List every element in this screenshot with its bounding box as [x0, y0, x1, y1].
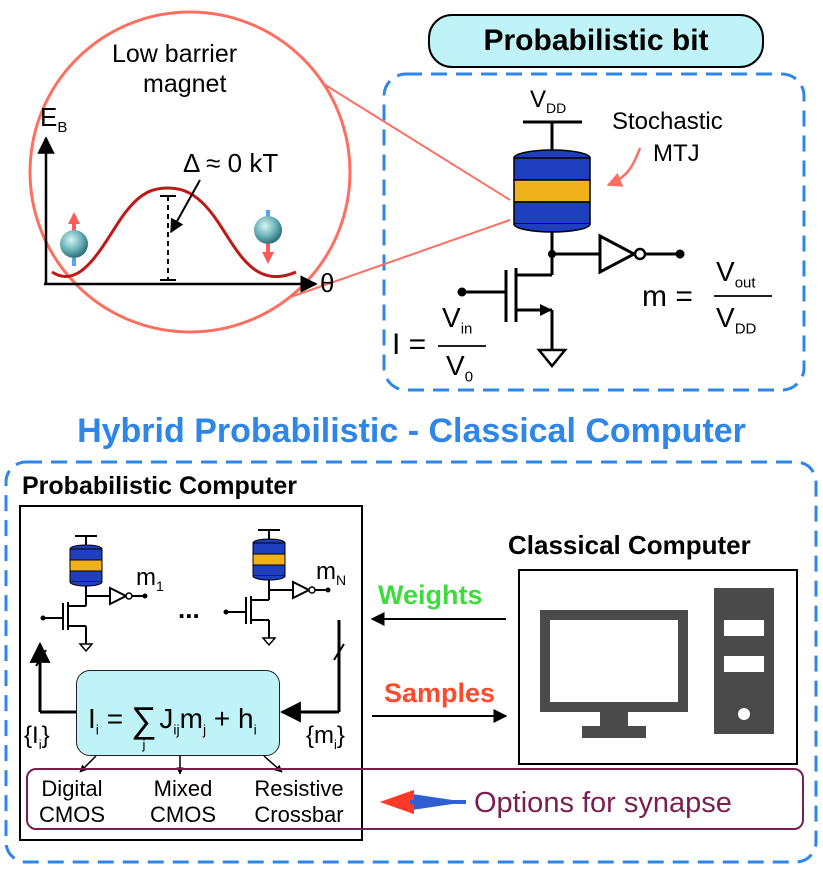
ellipsis: ... [178, 594, 200, 624]
classical-computer-title: Classical Computer [508, 530, 751, 560]
hybrid-dashed-frame [4, 460, 818, 864]
prob-computer-title: Probabilistic Computer [22, 472, 298, 500]
spin-down-magnet [254, 210, 282, 264]
angle-axis-label: θ [320, 268, 335, 298]
output-set-label: {mi} [306, 722, 345, 752]
equation-box [76, 670, 280, 756]
pc-tower-icon [714, 588, 774, 734]
samples-label: Samples [384, 678, 496, 708]
monitor-icon [540, 610, 688, 738]
energy-curve [51, 186, 297, 279]
mtj-stack [513, 149, 591, 233]
input-set-label: {Ii} [24, 722, 50, 752]
output-inverter [598, 233, 638, 275]
vdd-label: VDD [530, 86, 567, 116]
pbit-dashed-frame [382, 72, 806, 392]
magnet-title-line1: Low barrier [112, 40, 238, 68]
energy-axis-label: EB [40, 102, 68, 137]
m1-label: m1 [136, 564, 164, 594]
prob-computer-box [19, 505, 363, 841]
local-field-equation: Ii = ∑jJijmj + hi [88, 699, 257, 752]
input-eq-lhs: I = [392, 328, 427, 361]
output-denominator: VDD [716, 302, 757, 338]
hybrid-title: Hybrid Probabilistic - Classical Compute… [77, 412, 746, 450]
zoom-line-bottom [281, 219, 511, 301]
small-pbit-n [223, 529, 331, 647]
synapse-options-label: Options for synapse [474, 787, 732, 819]
pbit-title: Probabilistic bit [428, 14, 764, 68]
mtj-label-line1: Stochastic [612, 108, 723, 135]
magnet-title-line2: magnet [143, 70, 227, 98]
output-eq-lhs: m = [642, 280, 693, 313]
mtj-pointer-arrow [606, 147, 642, 187]
ground-symbol [536, 348, 568, 368]
synapse-options-box [26, 768, 804, 830]
output-numerator: Vout [716, 256, 756, 292]
barrier-label: Δ ≈ 0 kT [183, 148, 279, 178]
input-numerator: Vin [442, 302, 473, 338]
synapse-pointer-arrow [380, 790, 466, 814]
input-denominator: V0 [446, 350, 474, 386]
classical-computer-box [518, 569, 798, 765]
output-node [675, 249, 685, 259]
mtj-label-line2: MTJ [653, 140, 700, 167]
small-pbit-1 [40, 535, 148, 653]
mn-label: mN [316, 558, 347, 588]
barrier-pointer-arrow [170, 179, 201, 234]
input-node [457, 287, 467, 297]
spin-up-magnet [60, 212, 88, 266]
weights-label: Weights [378, 580, 483, 610]
